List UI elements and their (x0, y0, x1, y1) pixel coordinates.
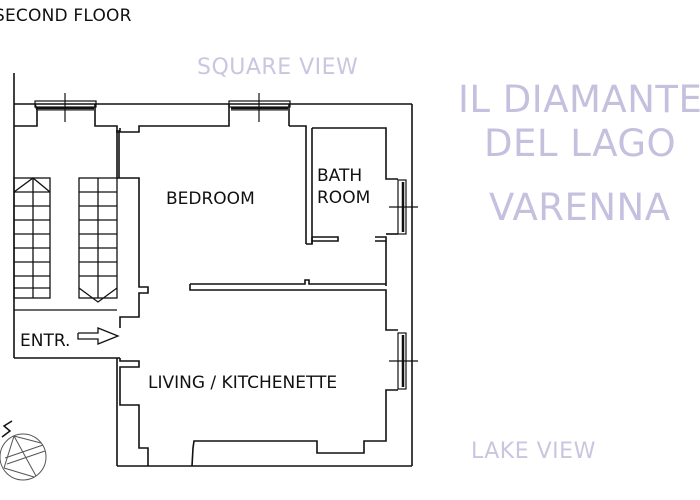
staircase (13, 177, 118, 311)
bathroom-line-2: ROOM (317, 188, 371, 208)
brand-line-3: VARENNA (489, 186, 671, 229)
inner-walls (14, 103, 398, 467)
room-label-entrance: ENTR. (20, 331, 71, 351)
compass-icon (0, 433, 47, 481)
window-top-center (228, 93, 291, 122)
stair-treads (14, 191, 117, 289)
window-bathroom (389, 179, 418, 235)
window-living (389, 332, 418, 390)
outer-walls (13, 73, 413, 467)
square-view-label: SQUARE VIEW (197, 55, 359, 80)
window-top-left (34, 93, 97, 122)
north-indicator-icon (1, 420, 13, 438)
floor-title: SECOND FLOOR (0, 6, 132, 26)
room-label-living: LIVING / KITCHENETTE (148, 373, 338, 393)
bathroom-line-1: BATH (317, 166, 363, 186)
room-label-bathroom: BATH ROOM (317, 165, 370, 209)
brand-line-2: DEL LAGO (484, 122, 677, 165)
brand-line-1: IL DIAMANTE (458, 78, 700, 121)
room-label-bedroom: BEDROOM (166, 189, 255, 209)
entrance-arrow-icon (77, 327, 120, 345)
lake-view-label: LAKE VIEW (471, 439, 596, 464)
